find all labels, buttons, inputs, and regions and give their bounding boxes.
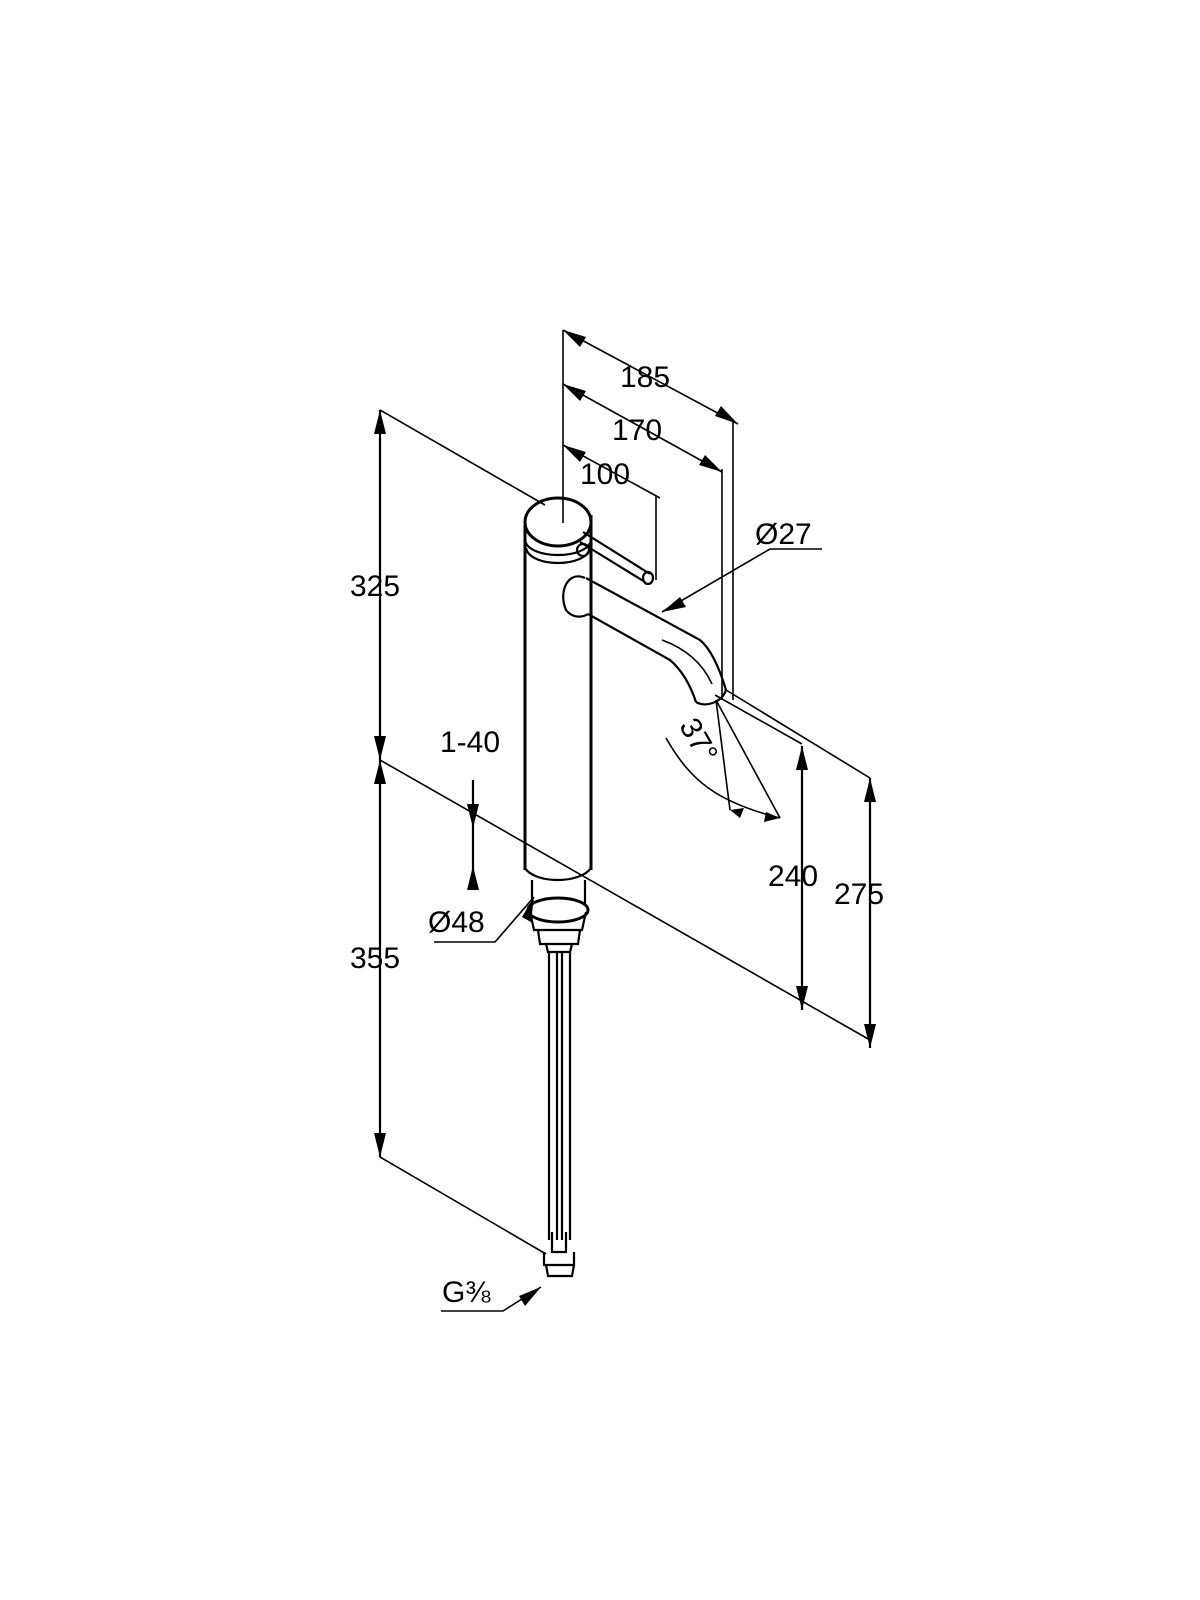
dimension-arrows (374, 330, 876, 1306)
dim-325: 325 (350, 570, 400, 603)
dim-355: 355 (350, 942, 400, 975)
dim-185: 185 (620, 361, 670, 394)
thread-g-3-8: G⅜ (442, 1276, 491, 1309)
faucet-outline (523, 496, 728, 1278)
dim-275: 275 (834, 878, 884, 911)
dim-1-40: 1-40 (440, 726, 500, 759)
dim-diameter-48: Ø48 (428, 906, 485, 939)
dim-100: 100 (580, 458, 630, 491)
dimension-labels: 185 170 100 Ø27 325 1-40 Ø48 355 37° 240… (350, 361, 884, 1309)
dimension-lines (378, 329, 872, 1312)
dim-240: 240 (768, 860, 818, 893)
dim-170: 170 (612, 414, 662, 447)
dim-diameter-27: Ø27 (755, 518, 812, 551)
